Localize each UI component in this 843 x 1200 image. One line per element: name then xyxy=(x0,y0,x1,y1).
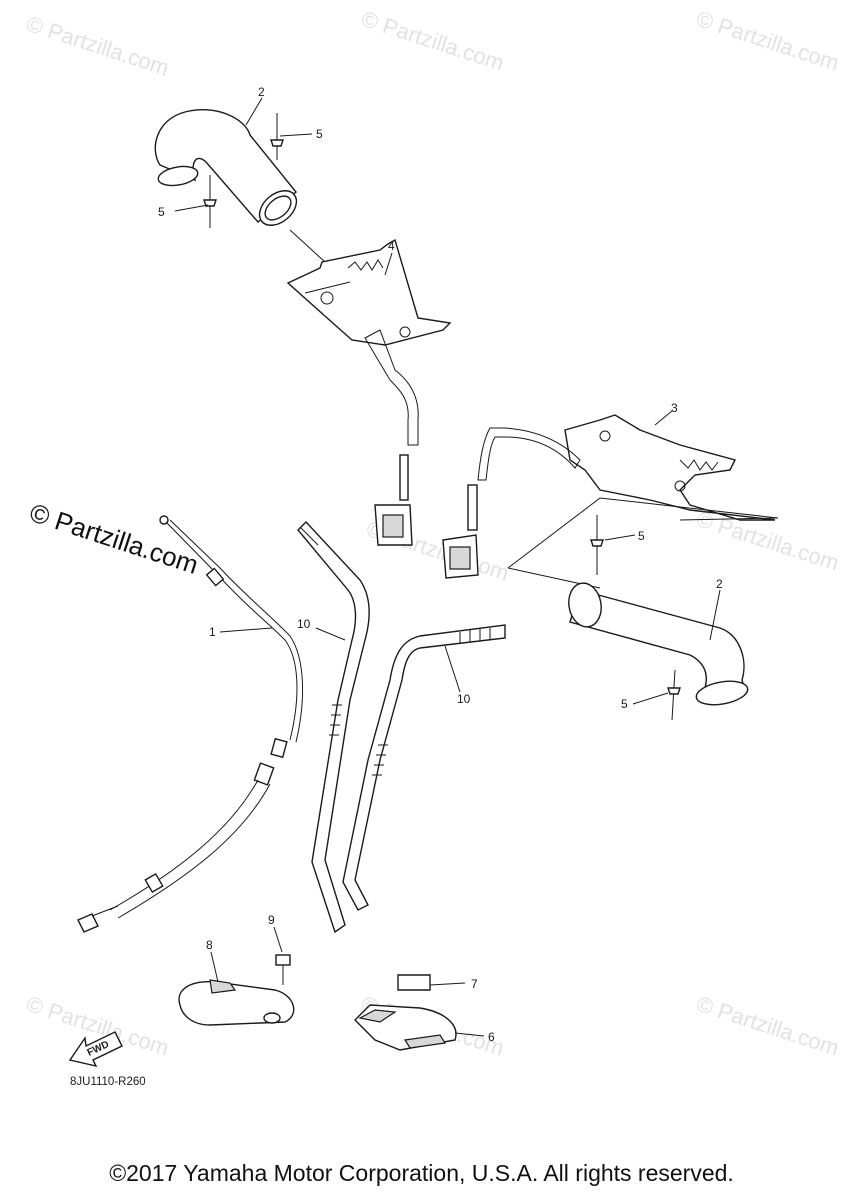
callout-6: 6 xyxy=(488,1030,495,1044)
rivet-lower-2[interactable] xyxy=(667,669,681,721)
callout-5: 5 xyxy=(621,697,628,711)
callout-8: 8 xyxy=(206,938,213,952)
grip-lower[interactable] xyxy=(565,581,749,709)
fwd-arrow-icon: FWD xyxy=(68,1031,123,1068)
watermark: © Partzilla.com xyxy=(358,6,507,76)
grip-heater-lower[interactable] xyxy=(442,414,776,579)
watermark: © Partzilla.com xyxy=(693,991,842,1061)
partzilla-watermark: © Partzilla.com xyxy=(26,497,202,580)
callout-2: 2 xyxy=(716,577,723,591)
handlebar-right[interactable] xyxy=(342,624,506,911)
callout-2: 2 xyxy=(258,85,265,99)
callout-4: 4 xyxy=(388,239,395,253)
grip-upper[interactable] xyxy=(154,108,303,233)
watermark: © Partzilla.com xyxy=(693,6,842,76)
watermark: © Partzilla.com xyxy=(23,11,172,81)
callouts: 2 5 5 4 3 5 2 5 1 10 10 8 9 7 6 xyxy=(158,85,723,1044)
callout-1: 1 xyxy=(209,625,216,639)
callout-5: 5 xyxy=(316,127,323,141)
damper-plate[interactable] xyxy=(397,974,431,991)
assembly-line xyxy=(289,229,326,263)
callout-5: 5 xyxy=(158,205,165,219)
rivet-upper-1[interactable] xyxy=(270,113,284,160)
rivet-upper-2[interactable] xyxy=(203,175,217,228)
callout-3: 3 xyxy=(671,401,678,415)
rivet-lower-1[interactable] xyxy=(590,515,604,575)
copyright-notice: ©2017 Yamaha Motor Corporation, U.S.A. A… xyxy=(109,1160,734,1186)
holder-cover[interactable] xyxy=(354,1004,457,1051)
assembly-line xyxy=(507,497,779,569)
diagram-code: 8JU1110-R260 xyxy=(70,1076,146,1088)
callout-5: 5 xyxy=(638,529,645,543)
cable-guide[interactable] xyxy=(178,979,295,1026)
callout-9: 9 xyxy=(268,913,275,927)
callout-10: 10 xyxy=(297,617,311,631)
callout-10: 10 xyxy=(457,692,471,706)
grip-heater-upper[interactable] xyxy=(286,238,452,546)
throttle-cable[interactable] xyxy=(77,515,304,933)
handlebar-left[interactable] xyxy=(297,520,370,934)
callout-7: 7 xyxy=(471,977,478,991)
guide-screw[interactable] xyxy=(275,954,291,985)
